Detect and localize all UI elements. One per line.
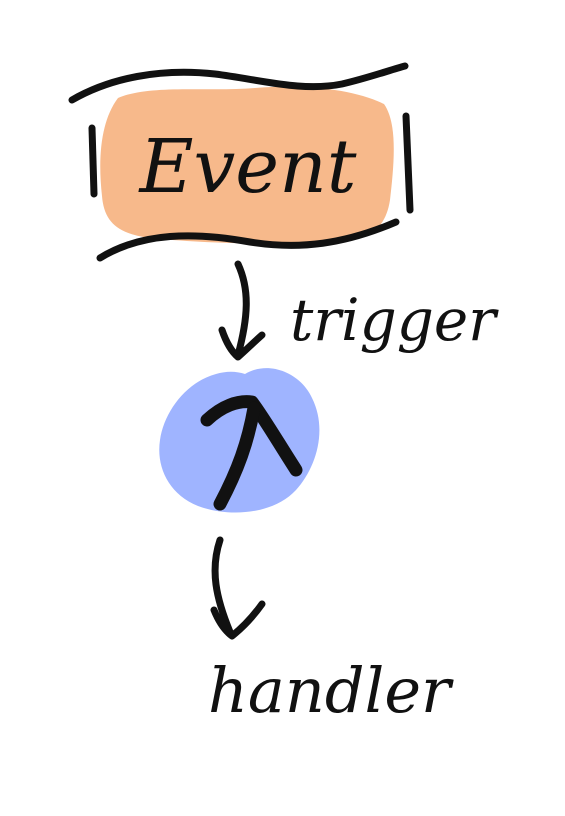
lambda-node (159, 368, 320, 513)
event-left-bar (88, 124, 98, 198)
event-right-bar (402, 112, 414, 214)
handler-label: handler (208, 654, 454, 727)
trigger-arrow: trigger (218, 260, 499, 361)
event-bottom-wave (96, 218, 400, 262)
event-highlight (100, 86, 394, 244)
lambda-icon (200, 395, 303, 511)
down-arrow-icon (218, 260, 266, 361)
down-arrow-icon (210, 536, 266, 640)
trigger-label: trigger (290, 286, 499, 354)
event-label: Event (137, 124, 356, 210)
lambda-highlight (159, 368, 320, 513)
event-node: Event (68, 62, 414, 262)
handler-arrow: handler (208, 536, 454, 727)
event-top-wave (68, 62, 409, 104)
